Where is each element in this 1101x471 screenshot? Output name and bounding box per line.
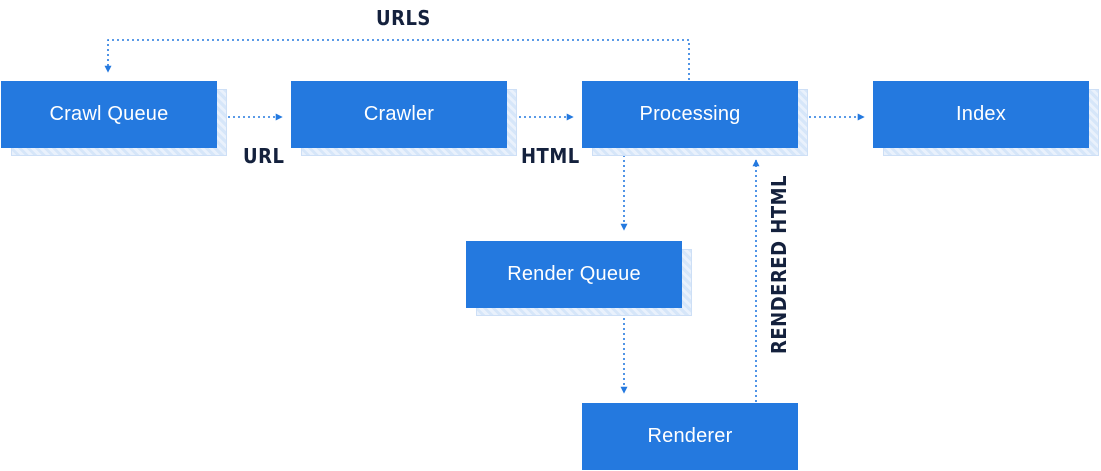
processing-node: Processing xyxy=(582,81,808,156)
renderer-node: Renderer xyxy=(582,403,798,470)
index-box: Index xyxy=(873,81,1089,148)
render-queue-node: Render Queue xyxy=(466,241,692,316)
render-queue-label: Render Queue xyxy=(507,263,641,285)
renderer-box: Renderer xyxy=(582,403,798,470)
edge-label-urls: URLS xyxy=(376,6,431,30)
processing-box: Processing xyxy=(582,81,798,148)
edge-label-rendered-html: RENDERED HTML xyxy=(767,174,791,354)
crawler-box: Crawler xyxy=(291,81,507,148)
crawler-label: Crawler xyxy=(363,103,435,125)
crawl-queue-box: Crawl Queue xyxy=(1,81,217,148)
renderer-label: Renderer xyxy=(647,425,733,447)
edge-processing-to-crawl-queue xyxy=(104,39,690,80)
index-label: Index xyxy=(956,103,1006,125)
crawl-queue-node: Crawl Queue xyxy=(1,81,227,156)
crawler-node: Crawler xyxy=(291,81,517,156)
index-node: Index xyxy=(873,81,1099,156)
edge-label-html: HTML xyxy=(521,144,580,168)
render-queue-box: Render Queue xyxy=(466,241,682,308)
processing-label: Processing xyxy=(639,103,741,125)
edge-label-url: URL xyxy=(243,144,285,168)
crawl-queue-label: Crawl Queue xyxy=(49,103,169,125)
